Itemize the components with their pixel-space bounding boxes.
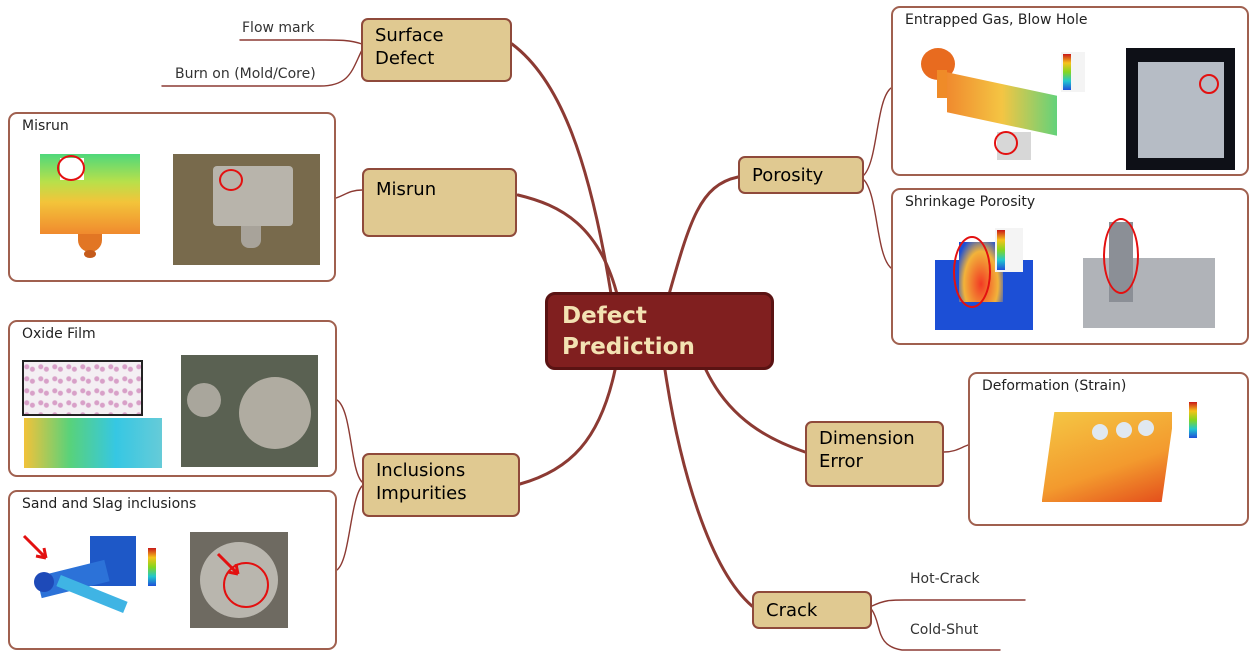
connector-incl-oxide xyxy=(336,399,363,483)
node-porosity[interactable]: Porosity xyxy=(738,156,864,194)
center-line-2: Prediction xyxy=(562,334,695,360)
center-line-1: Defect xyxy=(562,303,647,329)
leaf-cold-shut: Cold-Shut xyxy=(910,622,979,638)
misrun-simulation-image xyxy=(38,150,146,260)
gas-legend xyxy=(1063,54,1071,90)
leaf-burn-on: Burn on (Mold/Core) xyxy=(175,66,316,82)
deformation-legend xyxy=(1189,402,1197,438)
panel-deformation-title: Deformation (Strain) xyxy=(982,378,1127,394)
connector-surface-flowmark xyxy=(239,39,363,45)
node-misrun-label: Misrun xyxy=(376,179,437,200)
node-surface-line-1: Surface xyxy=(375,25,444,46)
oxide-film-photo xyxy=(22,360,143,416)
center-node-defect-prediction[interactable]: Defect Prediction xyxy=(545,292,774,370)
connector-porosity xyxy=(666,175,740,300)
node-inclusions-impurities[interactable]: Inclusions Impurities xyxy=(362,453,520,517)
shrinkage-photo xyxy=(1083,218,1219,334)
connector-incl-sand xyxy=(336,485,363,571)
connector-crack-cold xyxy=(871,609,1001,651)
gas-highlight-circle-2 xyxy=(1199,74,1219,94)
connector-inclusions xyxy=(518,368,617,486)
leaf-hot-crack: Hot-Crack xyxy=(910,571,980,587)
connector-surface-burnon xyxy=(161,49,363,87)
connector-dim-panel xyxy=(943,444,969,453)
misrun-photo xyxy=(173,154,320,265)
node-inclusions-line-1: Inclusions xyxy=(376,460,466,481)
gas-simulation-image xyxy=(917,44,1067,168)
sand-legend xyxy=(148,548,156,586)
node-crack-label: Crack xyxy=(766,600,818,621)
node-inclusions-line-2: Impurities xyxy=(376,483,467,504)
sand-arrow-1 xyxy=(22,534,48,560)
node-surface-defect[interactable]: Surface Defect xyxy=(361,18,512,82)
panel-sand-title: Sand and Slag inclusions xyxy=(22,496,197,512)
connector-misrun xyxy=(516,193,620,300)
connector-surface xyxy=(510,42,614,302)
node-misrun[interactable]: Misrun xyxy=(362,168,517,237)
panel-entrapped-gas: Entrapped Gas, Blow Hole xyxy=(891,6,1249,176)
connector-dimension xyxy=(704,368,807,454)
node-crack[interactable]: Crack xyxy=(752,591,872,629)
node-surface-line-2: Defect xyxy=(375,48,435,69)
node-dimension-line-2: Error xyxy=(819,451,863,472)
panel-oxide-title: Oxide Film xyxy=(22,326,96,342)
misrun-highlight-circle-1 xyxy=(57,155,85,181)
shrink-highlight-circle-1 xyxy=(953,236,991,308)
sand-highlight-circle xyxy=(223,562,269,608)
leaf-flow-mark: Flow mark xyxy=(242,20,315,36)
node-dimension-line-1: Dimension xyxy=(819,428,915,449)
sand-slag-simulation xyxy=(28,528,138,634)
panel-shrinkage: Shrinkage Porosity xyxy=(891,188,1249,345)
panel-deformation: Deformation (Strain) xyxy=(968,372,1249,526)
panel-shrinkage-title: Shrinkage Porosity xyxy=(905,194,1036,210)
connector-crack xyxy=(663,368,754,608)
connector-misrun-panel xyxy=(335,189,363,199)
connector-crack-hot xyxy=(871,599,1026,607)
misrun-highlight-circle-2 xyxy=(219,169,243,191)
shrink-legend xyxy=(997,230,1005,270)
sand-arrow-2 xyxy=(216,552,240,576)
node-porosity-label: Porosity xyxy=(752,165,824,186)
oxide-casting-photo xyxy=(181,355,318,467)
deformation-simulation xyxy=(1042,402,1172,506)
node-dimension-error[interactable]: Dimension Error xyxy=(805,421,944,487)
connector-poro-gas xyxy=(863,87,892,176)
panel-misrun-title: Misrun xyxy=(22,118,69,134)
gas-highlight-circle-1 xyxy=(994,131,1018,155)
panel-gas-title: Entrapped Gas, Blow Hole xyxy=(905,12,1088,28)
connector-poro-shrink xyxy=(863,179,892,269)
gas-photo xyxy=(1126,48,1235,170)
shrink-highlight-circle-2 xyxy=(1103,218,1139,294)
panel-sand-slag: Sand and Slag inclusions xyxy=(8,490,337,650)
oxide-film-simulation xyxy=(24,418,162,468)
panel-misrun: Misrun xyxy=(8,112,336,282)
panel-oxide-film: Oxide Film xyxy=(8,320,337,477)
